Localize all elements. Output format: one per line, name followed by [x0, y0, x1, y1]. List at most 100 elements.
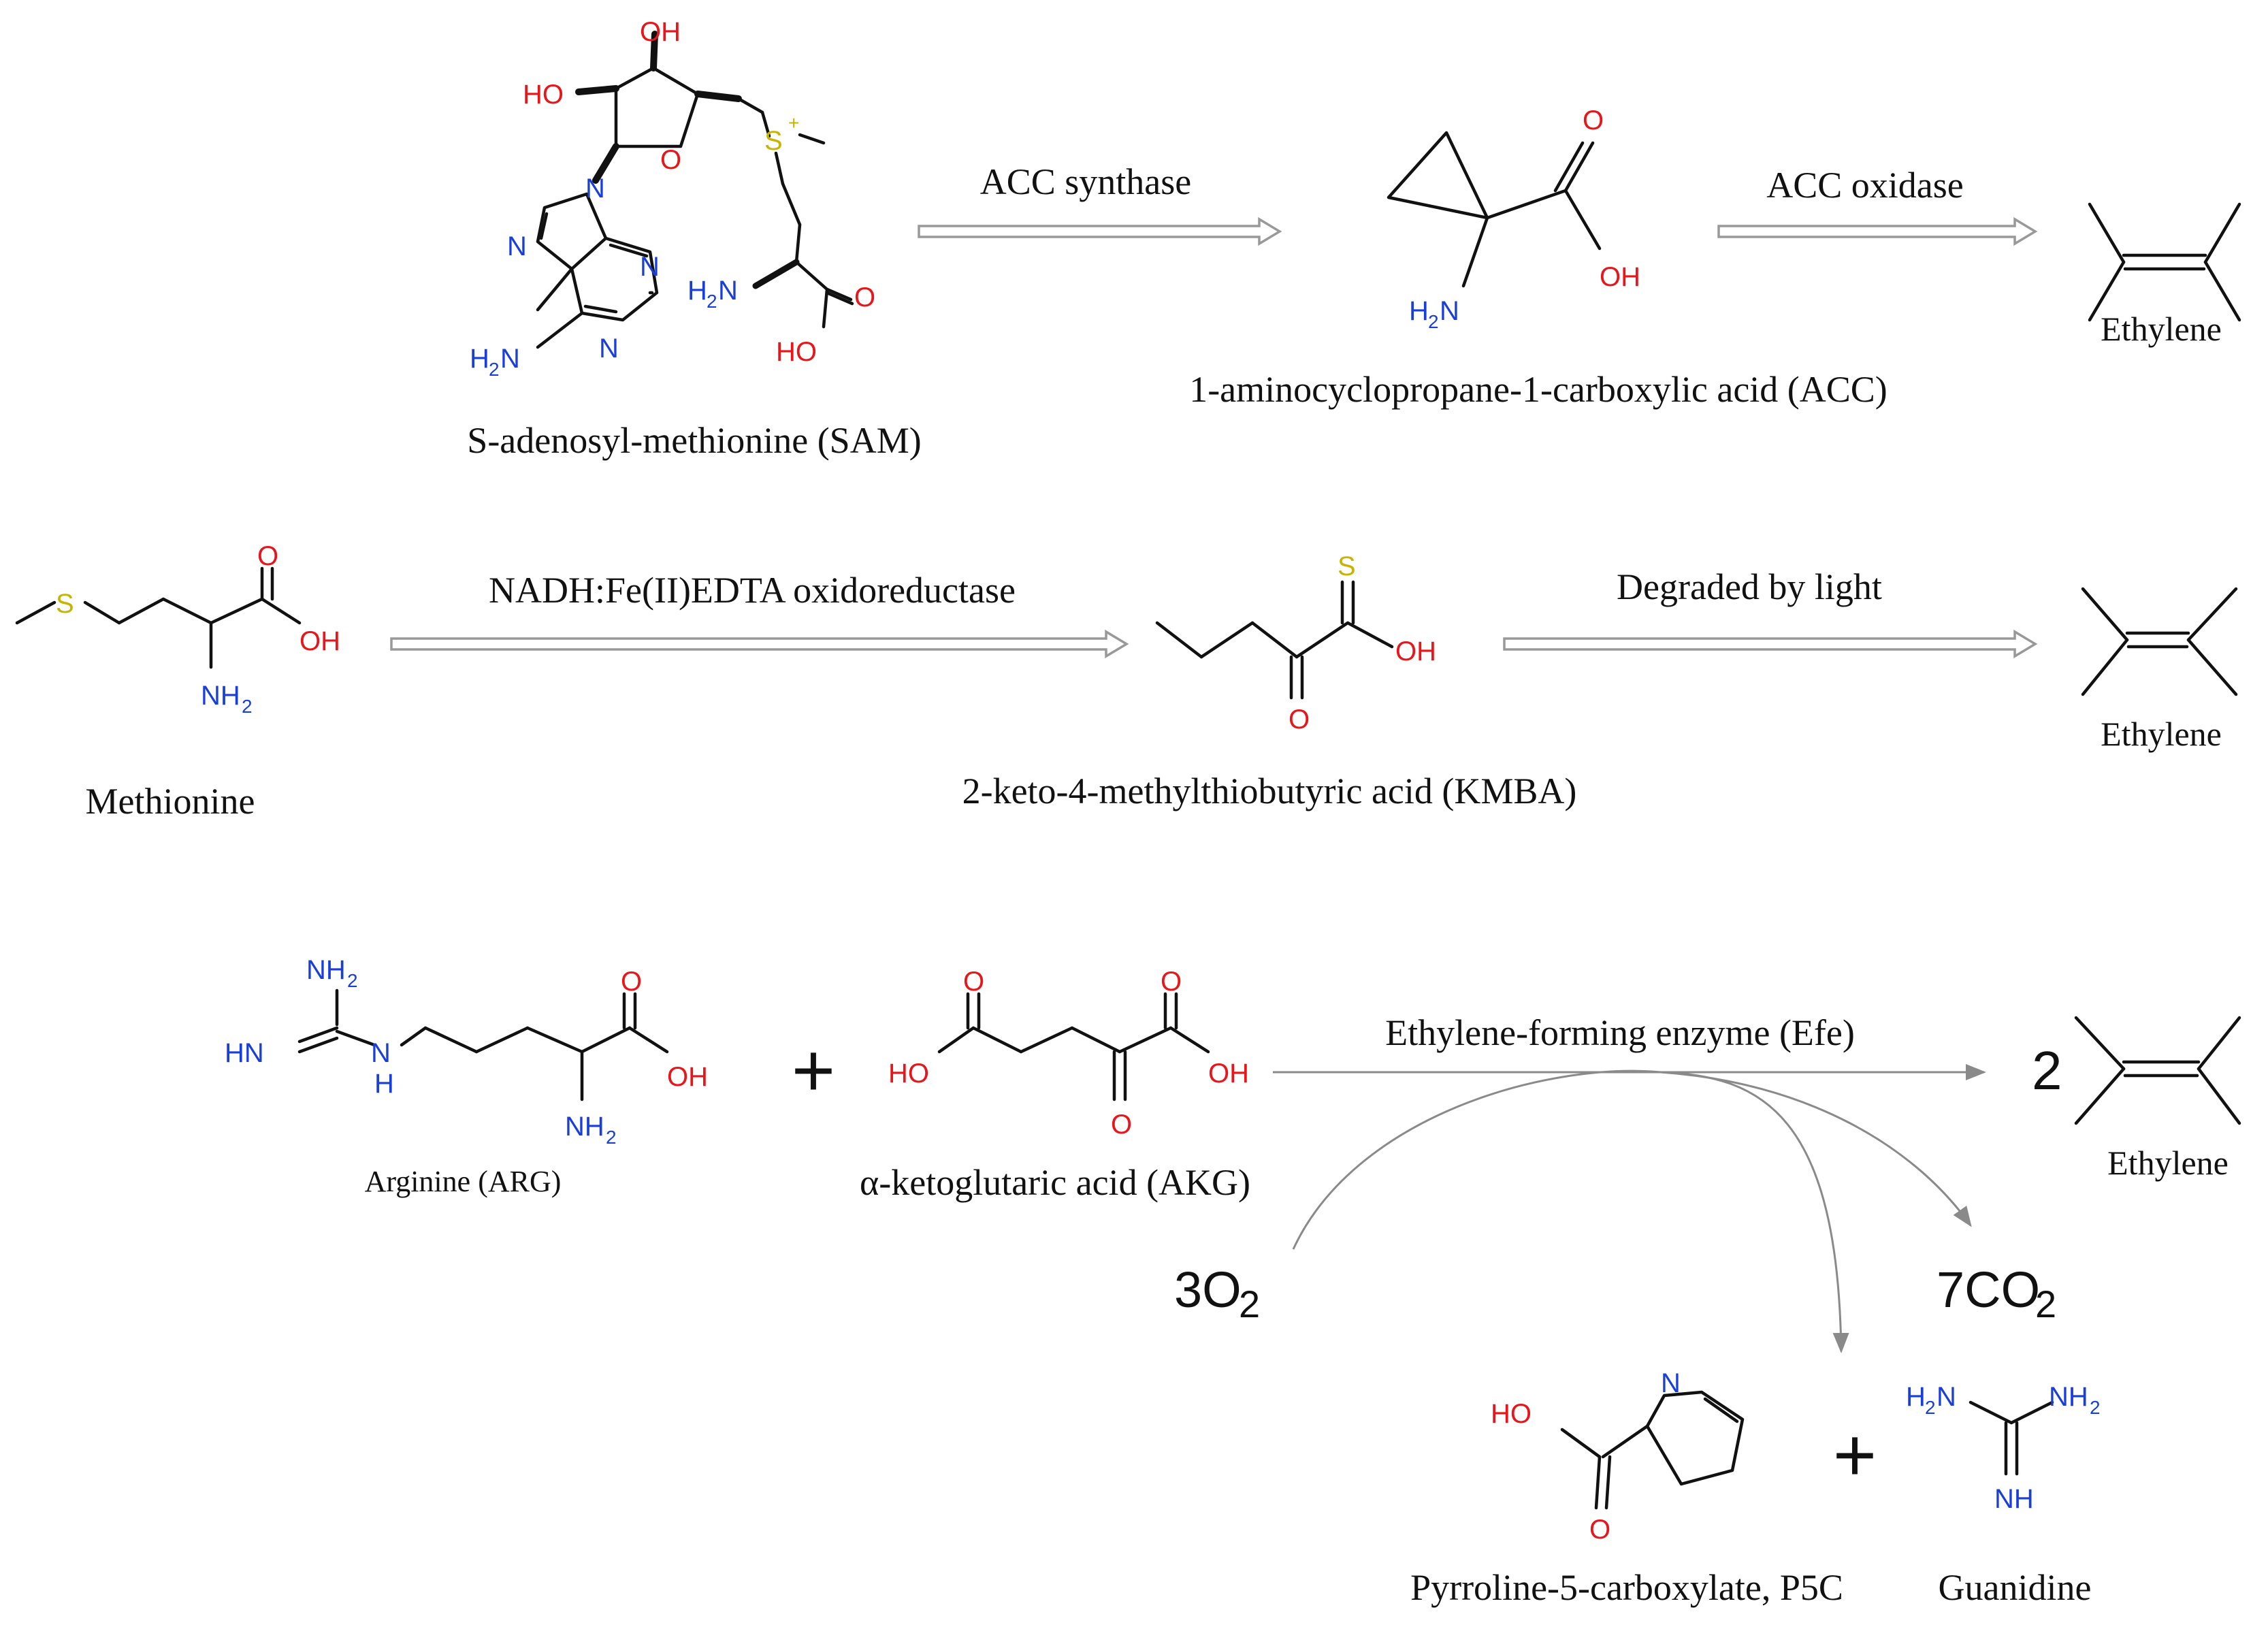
acc-oxidase-label: ACC oxidase: [1766, 165, 1964, 206]
svg-text:2: 2: [606, 1127, 617, 1148]
arginine-atoms: NH 2 HN N H O OH NH 2: [225, 955, 708, 1148]
svg-text:O: O: [660, 145, 681, 175]
svg-text:H: H: [470, 344, 489, 374]
svg-text:HO: HO: [776, 337, 817, 367]
svg-text:OH: OH: [667, 1062, 708, 1092]
svg-text:+: +: [788, 112, 799, 133]
svg-text:NH: NH: [201, 681, 240, 711]
svg-text:OH: OH: [1208, 1059, 1249, 1089]
svg-text:NH: NH: [306, 955, 346, 985]
svg-text:OH: OH: [640, 17, 681, 47]
guanidine-atoms: H 2 N NH 2 NH: [1906, 1382, 2101, 1514]
kmba-atoms: S OH O: [1289, 551, 1436, 735]
kmba-label: 2-keto-4-methylthiobutyric acid (KMBA): [962, 771, 1577, 811]
svg-text:N: N: [500, 344, 520, 374]
methionine-atoms: S O OH NH 2: [56, 541, 340, 717]
svg-text:HO: HO: [1491, 1399, 1532, 1429]
svg-text:O: O: [1289, 705, 1310, 735]
akg-atoms: O HO O O OH: [888, 967, 1249, 1140]
svg-text:HO: HO: [888, 1059, 929, 1089]
sam-atoms: OH HO O S + N N N N H 2 N H 2 N O HO: [470, 17, 875, 380]
svg-text:O: O: [257, 541, 278, 571]
methionine-label: Methionine: [86, 781, 255, 822]
oxygen-reactant: 3O 2: [1174, 1261, 1260, 1325]
svg-text:O: O: [963, 967, 984, 997]
svg-text:NH: NH: [2049, 1382, 2088, 1412]
svg-text:OH: OH: [299, 626, 340, 656]
svg-text:3O: 3O: [1174, 1261, 1242, 1318]
ethylene-structure-3: [2074, 1016, 2241, 1125]
svg-text:2: 2: [347, 970, 358, 991]
svg-text:H: H: [374, 1069, 394, 1099]
ethylene-structure-1: [2088, 202, 2241, 322]
acc-oxidase-arrow: [1717, 216, 2038, 246]
svg-text:2: 2: [1925, 1397, 1936, 1418]
svg-text:HN: HN: [225, 1038, 264, 1068]
svg-text:2: 2: [242, 696, 253, 717]
methionine-structure: [15, 566, 302, 669]
svg-text:2: 2: [1428, 311, 1439, 332]
svg-text:H: H: [1906, 1382, 1926, 1412]
svg-text:2: 2: [489, 359, 500, 380]
acc-structure: [1387, 131, 1602, 288]
sam-structure: [536, 31, 854, 349]
svg-text:O: O: [621, 967, 642, 997]
p5c-label: Pyrroline-5-carboxylate, P5C: [1410, 1567, 1843, 1608]
sam-label: S-adenosyl-methionine (SAM): [467, 420, 921, 461]
co2-output-curve: [1660, 1071, 1972, 1227]
guanidine-label: Guanidine: [1939, 1567, 2092, 1608]
kmba-structure: [1155, 580, 1394, 700]
plus-sign-1: +: [792, 1029, 835, 1112]
svg-text:O: O: [1161, 967, 1182, 997]
p5c-output-curve: [1660, 1071, 1849, 1353]
svg-text:N: N: [371, 1038, 391, 1068]
ethylene-structure-2: [2081, 587, 2238, 696]
efe-label: Ethylene-forming enzyme (Efe): [1385, 1012, 1855, 1053]
svg-text:N: N: [1661, 1368, 1681, 1398]
light-degradation-label: Degraded by light: [1617, 566, 1882, 607]
svg-text:O: O: [854, 283, 875, 312]
guanidine-structure: [1969, 1400, 2054, 1476]
svg-text:NH: NH: [1994, 1484, 2034, 1514]
svg-text:N: N: [599, 334, 619, 364]
co2-product: 7CO 2: [1937, 1261, 2056, 1325]
svg-text:N: N: [585, 174, 605, 204]
o2-input-curve: [1292, 1069, 1662, 1250]
svg-text:HO: HO: [523, 80, 564, 110]
ethylene-coefficient: 2: [2032, 1040, 2062, 1101]
plus-sign-2: +: [1833, 1413, 1877, 1497]
svg-text:2: 2: [707, 291, 717, 312]
svg-text:OH: OH: [1395, 637, 1436, 666]
svg-text:S: S: [764, 126, 783, 156]
svg-text:H: H: [1409, 296, 1429, 326]
ethylene-label-3: Ethylene: [2107, 1144, 2229, 1182]
akg-structure: [937, 992, 1210, 1101]
svg-text:7CO: 7CO: [1937, 1261, 2040, 1318]
svg-text:O: O: [1583, 106, 1604, 135]
svg-text:N: N: [640, 252, 660, 282]
svg-text:N: N: [1937, 1382, 1956, 1412]
svg-text:O: O: [1111, 1110, 1132, 1140]
ethylene-label-2: Ethylene: [2101, 715, 2222, 753]
svg-text:S: S: [56, 589, 74, 619]
ethylene-label-1: Ethylene: [2101, 310, 2222, 348]
svg-text:H: H: [687, 276, 707, 306]
acc-synthase-label: ACC synthase: [980, 161, 1192, 202]
light-degradation-arrow: [1503, 629, 2038, 659]
svg-text:N: N: [1440, 296, 1459, 326]
arginine-label: Arginine (ARG): [365, 1165, 562, 1198]
svg-text:OH: OH: [1600, 262, 1640, 292]
acc-atoms: O OH H 2 N: [1409, 106, 1640, 332]
svg-text:N: N: [718, 276, 738, 306]
akg-label: α-ketoglutaric acid (AKG): [860, 1162, 1250, 1203]
svg-text:2: 2: [2035, 1283, 2056, 1325]
p5c-structure: [1560, 1390, 1745, 1510]
sam-amine-nh2: H 2 N: [470, 344, 520, 380]
svg-text:N: N: [507, 231, 527, 261]
svg-text:2: 2: [1239, 1283, 1260, 1325]
svg-text:S: S: [1338, 551, 1356, 581]
acc-synthase-arrow: [918, 216, 1282, 246]
acc-label: 1-aminocyclopropane-1-carboxylic acid (A…: [1189, 369, 1888, 410]
